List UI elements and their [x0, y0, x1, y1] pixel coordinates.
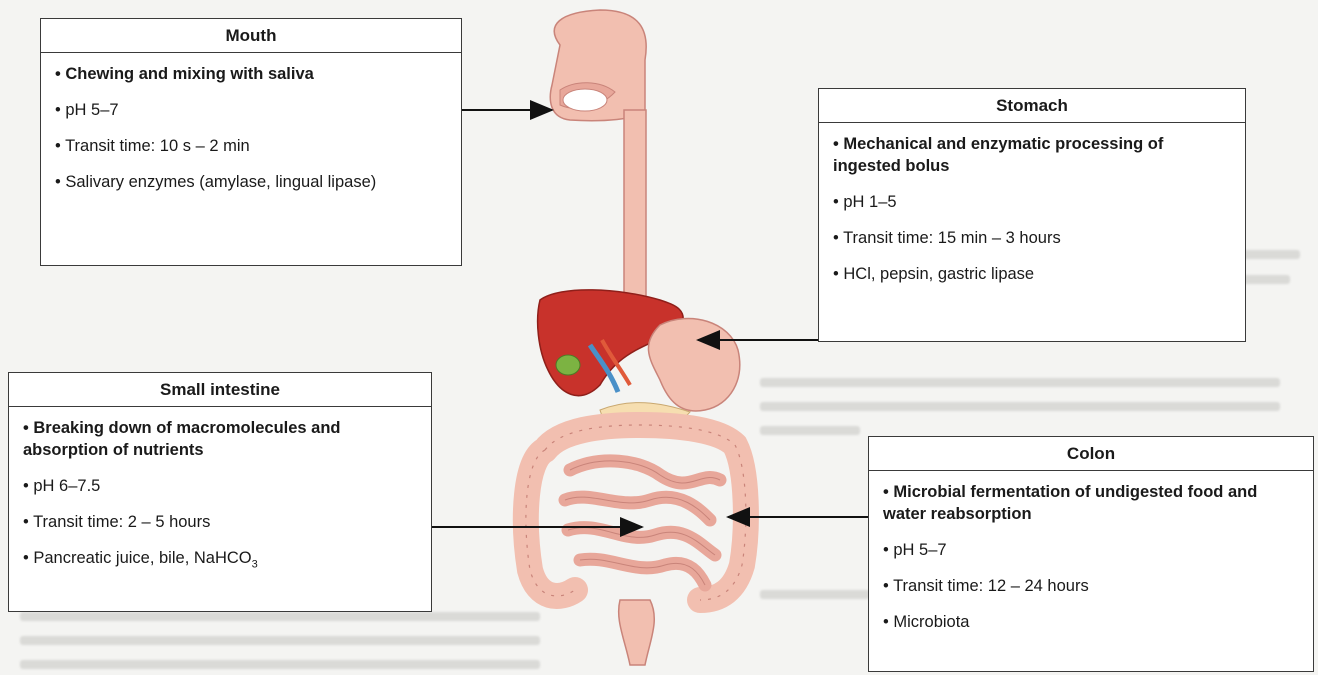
pancreatic-text: • Pancreatic juice, bile, NaHCO — [23, 549, 252, 567]
stomach-item: • Transit time: 15 min – 3 hours — [833, 227, 1231, 249]
stomach-box: Stomach • Mechanical and enzymatic proce… — [818, 88, 1246, 342]
mouth-illustration — [550, 10, 646, 121]
stomach-item: • pH 1–5 — [833, 191, 1231, 213]
small-intestine-title: Small intestine — [9, 373, 431, 407]
mouth-box: Mouth • Chewing and mixing with saliva •… — [40, 18, 462, 266]
stomach-title: Stomach — [819, 89, 1245, 123]
subscript-3: 3 — [252, 558, 258, 570]
mouth-item: • Transit time: 10 s – 2 min — [55, 135, 447, 157]
colon-title: Colon — [869, 437, 1313, 471]
small-intestine-box: Small intestine • Breaking down of macro… — [8, 372, 432, 612]
stomach-item: • HCl, pepsin, gastric lipase — [833, 263, 1231, 285]
stomach-item: • Mechanical and enzymatic processing of… — [833, 133, 1231, 177]
colon-item: • Transit time: 12 – 24 hours — [883, 575, 1299, 597]
colon-item: • Microbial fermentation of undigested f… — [883, 481, 1299, 525]
mouth-title: Mouth — [41, 19, 461, 53]
colon-item: • pH 5–7 — [883, 539, 1299, 561]
mouth-item: • pH 5–7 — [55, 99, 447, 121]
small-intestine-item: • pH 6–7.5 — [23, 475, 417, 497]
small-intestine-list: • Breaking down of macromolecules and ab… — [9, 407, 431, 583]
colon-box: Colon • Microbial fermentation of undige… — [868, 436, 1314, 672]
gallbladder — [556, 355, 580, 375]
mouth-item: • Chewing and mixing with saliva — [55, 63, 447, 85]
colon-list: • Microbial fermentation of undigested f… — [869, 471, 1313, 641]
rectum — [619, 600, 655, 665]
small-intestine-item: • Breaking down of macromolecules and ab… — [23, 417, 417, 461]
mouth-list: • Chewing and mixing with saliva • pH 5–… — [41, 53, 461, 201]
small-intestine-item: • Pancreatic juice, bile, NaHCO3 — [23, 547, 417, 575]
colon-item: • Microbiota — [883, 611, 1299, 633]
esophagus — [624, 110, 646, 310]
stomach-list: • Mechanical and enzymatic processing of… — [819, 123, 1245, 293]
mouth-item: • Salivary enzymes (amylase, lingual lip… — [55, 171, 447, 193]
colon — [526, 425, 746, 600]
stomach — [648, 318, 739, 410]
small-intestine — [565, 461, 720, 585]
small-intestine-item: • Transit time: 2 – 5 hours — [23, 511, 417, 533]
